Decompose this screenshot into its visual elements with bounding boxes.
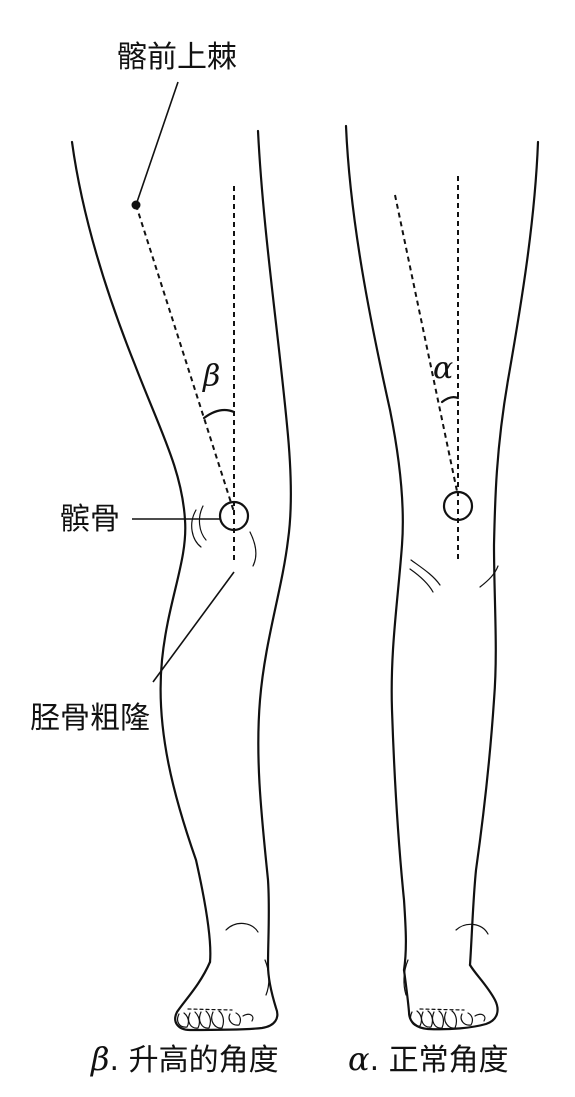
- right-toe-4: [444, 1010, 458, 1029]
- right-asis-patella-line: [394, 194, 459, 497]
- right-knee-crease-2: [409, 568, 434, 593]
- right-toe-dash: [419, 1008, 465, 1011]
- right-patella-circle: [442, 490, 474, 522]
- right-knee-crease-1: [410, 559, 441, 586]
- right-leg-inner-contour: [468, 140, 540, 967]
- left-toe-4: [211, 1010, 225, 1029]
- tibial-tuberosity-label: 胫骨粗隆: [30, 701, 150, 736]
- right-toe-2: [420, 1010, 434, 1028]
- right-leg-outer-contour: [344, 124, 407, 972]
- patella-label: 髌骨: [60, 502, 120, 537]
- caption-beta: β. 升高的角度: [90, 1040, 279, 1078]
- right-toenail: [474, 1013, 486, 1022]
- alpha-angle-arc: [440, 396, 460, 404]
- caption-alpha: α. 正常角度: [348, 1040, 509, 1078]
- left-toe-5: [228, 1012, 242, 1026]
- right-instep-line: [403, 959, 409, 996]
- asis-leader-line: [135, 81, 179, 206]
- right-ankle-bone: [455, 923, 489, 935]
- left-toe-1: [176, 1012, 190, 1028]
- left-ankle-bone: [225, 922, 259, 933]
- right-toe-5: [460, 1012, 474, 1026]
- figure-caption: β. 升高的角度 α. 正常角度: [90, 1040, 509, 1078]
- right-knee-crease-3: [479, 565, 499, 588]
- left-leg-inner-contour: [256, 129, 293, 967]
- right-toe-3: [431, 1010, 445, 1029]
- caption-beta-text: . 升高的角度: [110, 1043, 279, 1078]
- left-knee-crease-1: [198, 505, 207, 541]
- left-instep-line: [264, 959, 270, 996]
- caption-alpha-text: . 正常角度: [370, 1043, 509, 1078]
- beta-angle-label: β: [202, 359, 220, 394]
- left-toe-3: [198, 1010, 212, 1029]
- asis-label: 髂前上棘: [117, 40, 237, 75]
- caption-alpha-symbol: α: [348, 1040, 370, 1078]
- beta-angle-arc: [202, 408, 236, 420]
- caption-beta-symbol: β: [90, 1040, 110, 1078]
- right-leg: α: [344, 124, 540, 1031]
- left-patella-circle: [218, 500, 250, 532]
- left-toe-2: [187, 1011, 201, 1029]
- left-toenail: [242, 1013, 254, 1022]
- right-foot-outline: [402, 963, 499, 1031]
- alpha-angle-label: α: [433, 351, 453, 386]
- tibial-tuberosity-leader-line: [152, 571, 235, 683]
- left-knee-crease-2: [191, 509, 202, 548]
- left-knee-crease-3: [249, 531, 257, 567]
- right-toe-1: [409, 1010, 423, 1027]
- left-leg: β 髂前上棘 髌骨 胫骨粗隆: [30, 40, 293, 1032]
- left-foot-outline: [174, 960, 279, 1032]
- left-leg-outer-contour: [70, 140, 212, 964]
- left-toe-dash: [187, 1008, 233, 1011]
